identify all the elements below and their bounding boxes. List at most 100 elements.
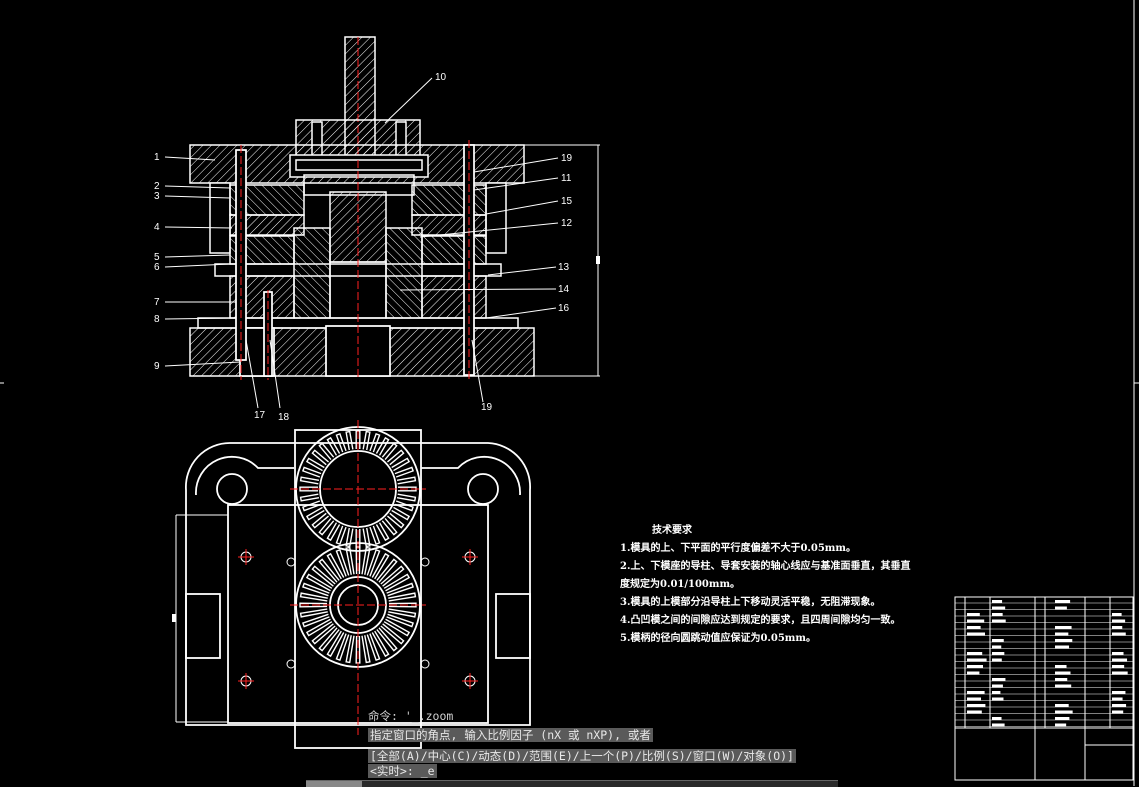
- disc-slot: [345, 527, 354, 548]
- disc-slot: [388, 592, 417, 602]
- disc-slot: [311, 512, 329, 529]
- title-block-cell: [992, 678, 1006, 681]
- disc-slot: [335, 548, 350, 577]
- title-block-cell: [992, 619, 1006, 623]
- title-block-cell: [1112, 691, 1126, 694]
- disc-slot: [396, 476, 417, 485]
- title-block-cell: [992, 691, 1001, 694]
- title-block-cell: [992, 684, 1003, 688]
- disc-slot: [394, 466, 414, 478]
- title-block-cell: [1055, 632, 1069, 636]
- command-options-line[interactable]: [全部(A)/中心(C)/动态(D)/范围(E)/上一个(P)/比例(S)/窗口…: [368, 749, 828, 763]
- plan-view: [175, 426, 531, 749]
- disc-slot: [326, 436, 341, 456]
- disc-slot: [375, 436, 390, 456]
- command-prompt-label: 命令:: [368, 709, 405, 723]
- title-block-cell: [992, 717, 1002, 720]
- scrollbar-thumb[interactable]: [306, 781, 362, 787]
- part-label: 2: [154, 181, 160, 192]
- screw-hole-centers: [238, 549, 478, 689]
- disc-slot: [305, 573, 333, 592]
- command-input[interactable]: <实时>: _e: [368, 764, 437, 778]
- disc-slot: [301, 582, 330, 597]
- part-label: 9: [154, 361, 160, 372]
- disc-slot: [318, 558, 340, 583]
- title-block-cell: [992, 652, 1005, 655]
- title-block-cell: [1055, 639, 1073, 642]
- title-block-text: [967, 600, 1128, 727]
- title-block-cell: [1112, 658, 1128, 662]
- disc-slot: [383, 573, 411, 592]
- viewport-markers: [172, 256, 600, 622]
- command-history-line: 命令: '_.zoom: [368, 709, 828, 723]
- part-label: 19: [481, 402, 493, 413]
- title-block-cell: [967, 704, 986, 707]
- title-block-cell: [1055, 600, 1071, 603]
- part-label: 13: [558, 262, 570, 273]
- disc-slot: [345, 546, 355, 575]
- disc-slot: [366, 633, 381, 662]
- disc-slot: [366, 548, 381, 577]
- title-block-cell: [992, 723, 1005, 727]
- horizontal-scrollbar[interactable]: [306, 780, 838, 787]
- title-block-cell: [1055, 671, 1071, 675]
- part-label: 17: [254, 410, 266, 421]
- disc-slot: [335, 633, 350, 662]
- title-block-cell: [1055, 626, 1072, 629]
- disc-slot: [386, 613, 415, 628]
- command-text: 指定窗口的角点, 输入比例因子 (nX 或 nXP), 或者: [368, 728, 653, 742]
- title-block-cell: [967, 697, 981, 701]
- disc-slot: [361, 546, 371, 575]
- disc-slot: [311, 565, 336, 587]
- plan-centerlines: [290, 420, 426, 735]
- title-block-cell: [967, 652, 983, 655]
- note-item: 2.上、下模座的导柱、导套安装的轴心线应与基准面垂直，其垂直: [620, 561, 911, 572]
- disc-slot: [326, 630, 345, 658]
- note-item: 4.凸凹模之间的间隙应达到规定的要求，且四周间隙均匀一致。: [620, 615, 901, 626]
- command-options[interactable]: [全部(A)/中心(C)/动态(D)/范围(E)/上一个(P)/比例(S)/窗口…: [368, 749, 796, 763]
- title-block-cell: [1055, 710, 1073, 714]
- disc-slot: [326, 552, 345, 580]
- disc-slot: [302, 466, 322, 478]
- title-block-cell: [1112, 671, 1128, 675]
- disc-slot: [299, 486, 319, 492]
- disc-slot: [318, 627, 340, 652]
- command-input-line[interactable]: <实时>: _e: [368, 764, 828, 778]
- part-label: 7: [154, 297, 160, 308]
- part-numbers: 1 2 3 4 5 6 7 8 9 10 11 12 13 14 15 16 1…: [154, 72, 573, 423]
- title-block-cell: [1112, 697, 1123, 701]
- technical-requirements: 技术要求 1.模具的上、下平面的平行度偏差不大于0.05mm。 2.上、下模座的…: [620, 522, 910, 648]
- note-item: 3.模具的上模部分沿导柱上下移动灵活平稳，无阻滞现象。: [620, 597, 881, 608]
- disc-slot: [376, 558, 398, 583]
- disc-slot: [302, 500, 322, 512]
- disc-slot: [387, 512, 405, 529]
- note-item: 度规定为0.01/100mm。: [620, 579, 741, 590]
- command-value: '_.zoom: [404, 709, 454, 723]
- note-item: 5.模柄的径向圆跳动值应保证为0.05mm。: [620, 633, 816, 644]
- disc-slot: [381, 518, 398, 536]
- title-block-cell: [992, 639, 1004, 642]
- disc-slot: [299, 602, 328, 608]
- note-item: 1.模具的上、下平面的平行度偏差不大于0.05mm。: [620, 543, 856, 554]
- disc-slot: [305, 457, 325, 472]
- title-block-cell: [1055, 645, 1070, 649]
- title-block-cell: [1055, 665, 1067, 668]
- disc-slot: [381, 442, 398, 460]
- disc-slot: [391, 457, 411, 472]
- disc-slot: [375, 522, 390, 542]
- title-block-cell: [1112, 665, 1125, 668]
- title-block-cell: [967, 626, 981, 629]
- part-label: 11: [561, 173, 572, 184]
- title-block-cell: [992, 606, 1006, 610]
- title-block-cell: [992, 613, 1003, 616]
- title-block-cell: [967, 619, 985, 623]
- title-block-cell: [1112, 626, 1123, 629]
- disc-slot: [386, 582, 415, 597]
- title-block-cell: [967, 613, 980, 616]
- title-block-cell: [1055, 684, 1072, 688]
- part-label: 6: [154, 262, 160, 273]
- disc-slot: [305, 618, 333, 637]
- title-block-cell: [1055, 723, 1067, 727]
